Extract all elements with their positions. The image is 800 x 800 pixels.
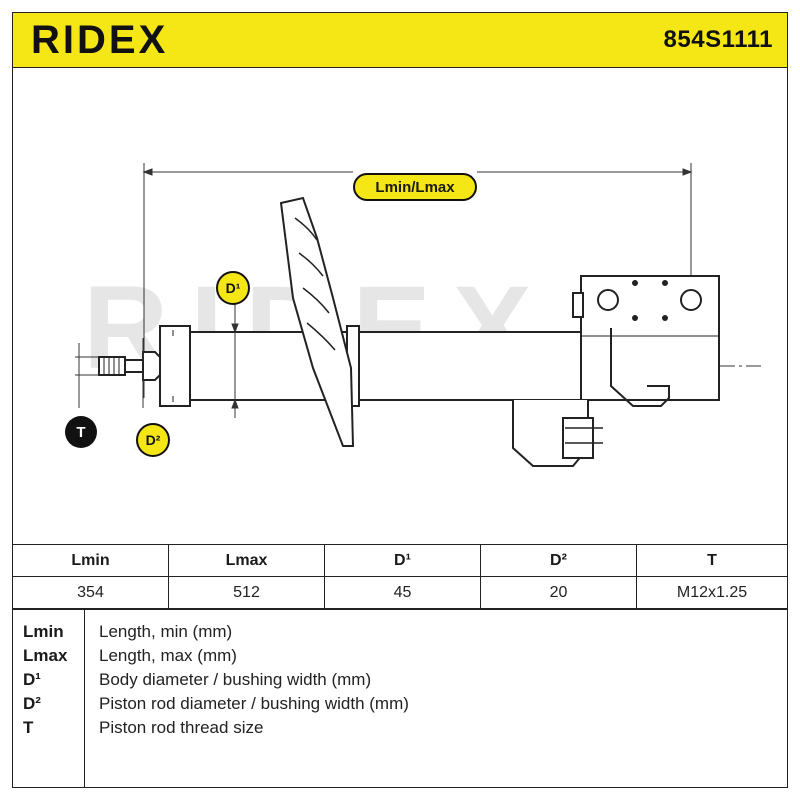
brand-logo: RIDEX <box>31 18 169 62</box>
length-label: Lmin/Lmax <box>353 173 477 201</box>
specs-header-row: Lmin Lmax D¹ D² T <box>13 544 787 577</box>
legend-item: Lmax Length, max (mm) <box>13 644 787 668</box>
legend-desc: Body diameter / bushing width (mm) <box>99 670 372 689</box>
legend: Lmin Length, min (mm) Lmax Length, max (… <box>13 609 787 787</box>
legend-divider <box>84 610 85 787</box>
t-callout: T <box>65 416 97 448</box>
header-lmax: Lmax <box>168 544 325 577</box>
technical-drawing: RIDEX <box>13 68 787 544</box>
header-d1: D¹ <box>324 544 481 577</box>
legend-item: Lmin Length, min (mm) <box>13 620 787 644</box>
legend-item: D² Piston rod diameter / bushing width (… <box>13 692 787 716</box>
legend-key: T <box>23 718 34 737</box>
specs-value-row: 354 512 45 20 M12x1.25 <box>13 576 787 609</box>
legend-key: D² <box>23 694 41 713</box>
knuckle-bracket <box>512 275 720 467</box>
shock-absorber-drawing: RIDEX <box>75 163 761 467</box>
spring-seat <box>279 196 355 447</box>
header-lmin: Lmin <box>13 544 169 577</box>
legend-key: Lmin <box>23 622 64 641</box>
header-t: T <box>636 544 787 577</box>
legend-desc: Piston rod diameter / bushing width (mm) <box>99 694 409 713</box>
value-lmin: 354 <box>13 576 169 609</box>
specs-table: Lmin Lmax D¹ D² T 354 512 45 20 M12x1.25 <box>13 544 787 609</box>
header-d2: D² <box>480 544 637 577</box>
part-number: 854S1111 <box>663 26 773 53</box>
legend-key: D¹ <box>23 670 41 689</box>
legend-desc: Length, min (mm) <box>99 622 233 641</box>
legend-desc: Piston rod thread size <box>99 718 264 737</box>
d2-callout: D² <box>136 423 170 457</box>
damper-body <box>159 325 584 407</box>
value-t: M12x1.25 <box>636 576 787 609</box>
legend-item: T Piston rod thread size <box>13 716 787 740</box>
value-d2: 20 <box>480 576 637 609</box>
product-sheet: RIDEX 854S1111 RIDEX <box>12 12 788 788</box>
legend-key: Lmax <box>23 646 68 665</box>
header-bar: RIDEX 854S1111 <box>13 13 787 68</box>
value-lmax: 512 <box>168 576 325 609</box>
thread-dimension <box>75 343 99 408</box>
legend-item: D¹ Body diameter / bushing width (mm) <box>13 668 787 692</box>
body-dimension <box>231 293 239 418</box>
d1-callout: D¹ <box>216 271 250 305</box>
legend-desc: Length, max (mm) <box>99 646 237 665</box>
value-d1: 45 <box>324 576 481 609</box>
